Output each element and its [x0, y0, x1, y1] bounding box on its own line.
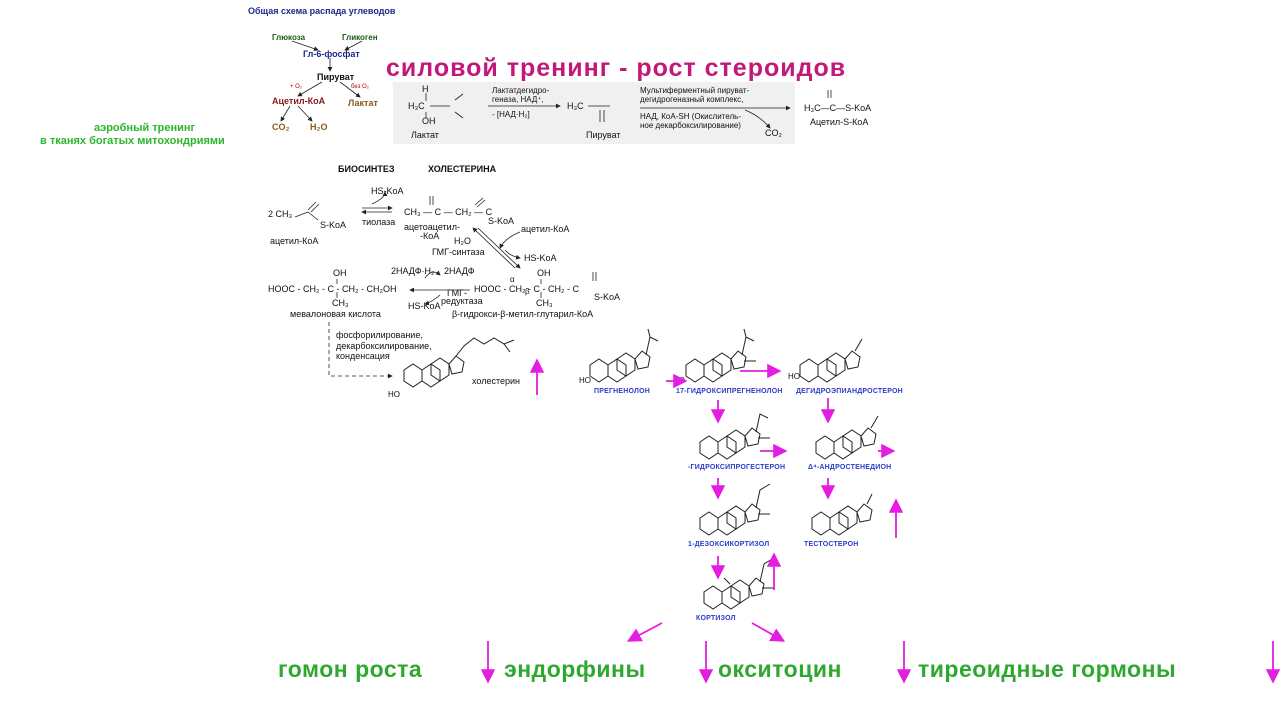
lactate-oh: OH: [422, 116, 436, 126]
glucose-label: Глюкоза: [272, 33, 306, 42]
skoa-1: S-KoA: [320, 220, 347, 230]
lactate-h: H: [422, 84, 429, 94]
hmg-reductase-2: редуктаза: [441, 296, 483, 306]
mevalonate-oh: OH: [333, 268, 347, 278]
aerobic-line-2: в тканях богатых митохондриями: [40, 135, 225, 147]
enzyme1-line2: геназа, НАД⁺,: [492, 95, 544, 104]
aerobic-line-1: аэробный тренинг: [94, 122, 196, 134]
hs-koa-3: HS-KoA: [408, 301, 441, 311]
complex-line2: дегидрогеназный комплекс,: [640, 95, 744, 104]
thyroid-hormones-label: тиреоидные гормоны: [918, 656, 1177, 682]
hmg-label: β-гидрокси-β-метил-глутарил-КоА: [452, 309, 594, 319]
pregnenolone-label: ПРЕГНЕНОЛОН: [594, 388, 650, 395]
phos-line-3: конденсация: [336, 351, 390, 361]
skoa-3: S-KoA: [594, 292, 621, 302]
hydroxypregnenolone-label: 17-ГИДРОКСИПРЕГНЕНОЛОН: [676, 388, 783, 395]
two-nadf: 2НАДФ: [444, 266, 475, 276]
dhea-label: ДЕГИДРОЭПИАНДРОСТЕРОН: [796, 388, 903, 395]
headline: силовой тренинг - рост стероидов: [386, 54, 847, 82]
biosynthesis-arrows: [294, 191, 597, 306]
cortisol-label: КОРТИЗОЛ: [696, 615, 736, 622]
hmg-synthase: ГМГ-синтаза: [432, 247, 485, 257]
enzyme1-line3: - [НАД·Н₂]: [492, 110, 530, 119]
scheme-arrows: [280, 40, 363, 122]
oxytocin-label: окситоцин: [718, 656, 842, 682]
steroid-pathway-arrows: [480, 358, 1281, 684]
hmg-chain: HOOC - CH₂ - C - CH₂ - C: [474, 284, 579, 294]
deoxycortisol-label: 1-ДЕЗОКСИКОРТИЗОЛ: [688, 541, 770, 548]
testosterone-label: ТЕСТОСТЕРОН: [804, 541, 859, 548]
growth-hormone-label: гомон роста: [278, 656, 423, 682]
acetoacetyl-label-1: ацетоацетил-: [404, 222, 460, 232]
acetoacetyl-chain: CH₃ — C — CH₂ — C: [404, 207, 493, 217]
h2o-label: H₂O: [310, 122, 328, 132]
hmg-oh: OH: [537, 268, 551, 278]
mevalonate-ch3: CH₃: [332, 298, 349, 308]
hmg-ch3: CH₃: [536, 298, 553, 308]
beta-label: β: [525, 287, 530, 296]
acetyl-formula: H₃C—C—S-KoA: [804, 103, 872, 113]
reaction-panel: [393, 82, 795, 144]
cholesterol-molecule: [403, 337, 515, 388]
lactate-label: Лактат: [348, 98, 378, 108]
acetyl-coa-label: Ацетил-КоА: [272, 96, 326, 106]
glycogen-label: Гликоген: [342, 33, 378, 42]
mevalonate-label: мевалоновая кислота: [290, 309, 381, 319]
reaction-pyruvate-label: Пируват: [586, 130, 621, 140]
dhea-ho: HO: [788, 372, 800, 381]
pyruvate-h3c: H₃C: [567, 101, 584, 111]
endorphins-label: эндорфины: [504, 656, 646, 682]
phos-line-2: декарбоксилирование,: [336, 341, 432, 351]
complex-line4: ное декарбоксилирование): [640, 121, 741, 130]
biosynthesis-title-left: БИОСИНТЕЗ: [338, 164, 395, 174]
deoxycortisol-molecule: [699, 483, 771, 536]
thiolase: тиолаза: [362, 217, 396, 227]
pregnenolone-molecule: [589, 328, 659, 383]
acetyl-koa-1: ацетил-КоА: [270, 236, 319, 246]
enzyme1-line1: Лактатдегидро-: [492, 86, 550, 95]
phos-line-1: фосфорилирование,: [336, 330, 423, 340]
mevalonate-chain: HOOC - CH₂ - C - CH₂ - CH₂OH: [268, 284, 397, 294]
pregnenolone-ho: HO: [579, 376, 591, 385]
androstenedione-label: Δ⁴-АНДРОСТЕНЕДИОН: [808, 464, 892, 471]
skoa-2: S-KoA: [488, 216, 515, 226]
two-nadh2: 2НАДФ·H₂: [391, 266, 435, 276]
no-o2-label: без O₂: [351, 84, 369, 90]
cortisol-molecule: [703, 557, 775, 610]
hs-koa-1: HS-KoA: [371, 186, 404, 196]
alpha-label: α: [510, 275, 515, 284]
dashed-arrow: [328, 322, 393, 379]
dhea-molecule: [799, 338, 863, 383]
complex-line1: Мультиферментный пируват-: [640, 86, 750, 95]
plus-o2-label: + O₂: [290, 84, 303, 90]
androstenedione-molecule: [815, 415, 879, 460]
g6p-label: Гл-6-фосфат: [303, 49, 360, 59]
acetyl-koa-2: ацетил-КоА: [521, 224, 570, 234]
h2o-chol: H₂O: [454, 236, 471, 246]
two-ch3: 2 CH₃: [268, 209, 293, 219]
hydroxypregnenolone-molecule: [685, 328, 756, 383]
hs-koa-2: HS-KoA: [524, 253, 557, 263]
reaction-bonds: [425, 90, 832, 129]
reaction-lactate-label: Лактат: [411, 130, 439, 140]
reaction-co2: CO₂: [765, 128, 782, 138]
co2-label: CO₂: [272, 122, 290, 132]
acetoacetyl-label-2: -КоА: [420, 231, 440, 241]
biosynthesis-title-right: ХОЛЕСТЕРИНА: [428, 164, 497, 174]
scheme-title: Общая схема распада углеводов: [248, 6, 396, 16]
complex-line3: НАД, КоА-SH (Окислитель-: [640, 112, 741, 121]
hmg-reductase-1: ГМГ-: [447, 288, 468, 298]
acetyl-label: Ацетил-S-КоА: [810, 117, 869, 127]
hydroxyprogesterone-label: -ГИДРОКСИПРОГЕСТЕРОН: [688, 464, 786, 471]
testosterone-molecule: [811, 493, 873, 536]
pyruvate-label: Пируват: [317, 72, 355, 82]
cholesterol-ho: HO: [388, 390, 400, 399]
hydroxyprogesterone-molecule: [699, 413, 770, 460]
cholesterol-label: холестерин: [472, 376, 520, 386]
lactate-h3c: H₃C: [408, 101, 425, 111]
